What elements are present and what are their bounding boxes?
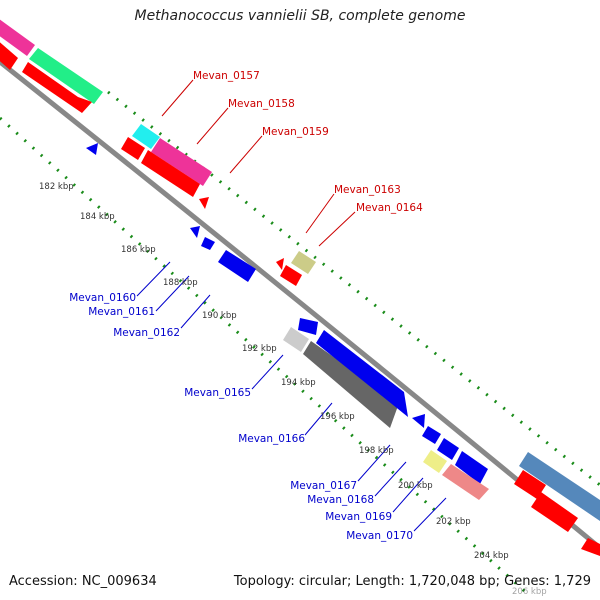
gene-label-mevan-0169[interactable]: Mevan_0169: [325, 511, 392, 523]
feature-red-0173[interactable]: [581, 538, 600, 556]
kbp-label-198: 198 kbp: [359, 446, 394, 456]
gene-label-mevan-0165[interactable]: Mevan_0165: [184, 387, 251, 399]
feature-lightgray-0165[interactable]: [283, 327, 309, 352]
feature-blue-0154[interactable]: [86, 143, 98, 155]
callout-line-mevan-0165: [251, 354, 284, 390]
feature-pink-0156[interactable]: [0, 16, 35, 56]
gene-label-mevan-0157[interactable]: Mevan_0157: [193, 70, 260, 82]
callout-line-mevan-0167: [357, 444, 391, 482]
kbp-label-190: 190 kbp: [202, 311, 237, 321]
gene-mevan-0164[interactable]: [280, 265, 302, 286]
feature-yellow-0169[interactable]: [423, 450, 447, 473]
callout-line-mevan-0163: [305, 193, 335, 234]
gene-mevan-0158[interactable]: [141, 150, 200, 197]
kbp-label-182: 182 kbp: [39, 182, 74, 192]
feature-khaki-0164[interactable]: [291, 251, 316, 274]
callout-line-mevan-0168: [374, 461, 407, 497]
callout-line-mevan-0170: [413, 497, 447, 532]
feature-pink-0158[interactable]: [151, 138, 212, 186]
gene-label-mevan-0160[interactable]: Mevan_0160: [69, 292, 136, 304]
kbp-label-202: 202 kbp: [436, 517, 471, 527]
gene-mevan-0157[interactable]: [121, 137, 145, 160]
callout-line-mevan-0162: [180, 294, 211, 329]
kbp-label-206: 206 kbp: [512, 587, 547, 597]
callout-line-mevan-0161: [155, 275, 190, 312]
callout-line-mevan-0160: [136, 261, 171, 297]
gene-mevan-0165[interactable]: [298, 318, 318, 335]
kbp-label-194: 194 kbp: [281, 378, 316, 388]
callout-line-mevan-0169: [392, 477, 424, 513]
kbp-label-184: 184 kbp: [80, 212, 115, 222]
gene-label-mevan-0158[interactable]: Mevan_0158: [228, 98, 295, 110]
gene-mevan-0161[interactable]: [201, 237, 215, 250]
gene-mevan-0162[interactable]: [218, 250, 256, 282]
feature-cyan-0157[interactable]: [132, 124, 160, 149]
gene-label-mevan-0163[interactable]: Mevan_0163: [334, 184, 401, 196]
feature-red-0156[interactable]: [22, 62, 92, 113]
kbp-label-200: 200 kbp: [398, 481, 433, 491]
gene-label-mevan-0161[interactable]: Mevan_0161: [88, 306, 155, 318]
gene-label-mevan-0170[interactable]: Mevan_0170: [346, 530, 413, 542]
accession-label: Accession: NC_009634: [9, 574, 157, 589]
gene-mevan-0166[interactable]: [316, 330, 408, 417]
feature-steelblue-0171[interactable]: [519, 452, 600, 521]
feature-red-0172[interactable]: [531, 492, 578, 532]
outer-tick-row: [107, 90, 600, 487]
callout-line-mevan-0158: [196, 107, 229, 145]
genome-summary-label: Topology: circular; Length: 1,720,048 bp…: [233, 574, 591, 589]
feature-salmon-0170[interactable]: [442, 464, 489, 500]
kbp-label-186: 186 kbp: [121, 245, 156, 255]
feature-red-0155[interactable]: [0, 38, 18, 70]
kbp-label-188: 188 kbp: [163, 278, 198, 288]
callout-line-mevan-0157: [161, 79, 194, 117]
kbp-label-196: 196 kbp: [320, 412, 355, 422]
map-title: Methanococcus vannielii SB, complete gen…: [134, 8, 466, 24]
gene-label-mevan-0168[interactable]: Mevan_0168: [307, 494, 374, 506]
gene-mevan-0168[interactable]: [422, 426, 441, 444]
gene-mevan-0160[interactable]: [190, 226, 200, 238]
callout-line-mevan-0164: [318, 211, 356, 247]
gene-label-mevan-0166[interactable]: Mevan_0166: [238, 433, 305, 445]
gene-label-mevan-0159[interactable]: Mevan_0159: [262, 126, 329, 138]
gene-label-mevan-0164[interactable]: Mevan_0164: [356, 202, 423, 214]
kbp-label-192: 192 kbp: [242, 344, 277, 354]
feature-darkgray-0166[interactable]: [303, 341, 399, 428]
inner-tick-row: [0, 116, 532, 598]
feature-red-0171[interactable]: [514, 470, 546, 499]
gene-label-mevan-0162[interactable]: Mevan_0162: [113, 327, 180, 339]
gene-mevan-0159[interactable]: [199, 197, 209, 209]
callout-line-mevan-0166: [304, 402, 333, 436]
genome-backbone: [0, 58, 600, 550]
gene-label-mevan-0167[interactable]: Mevan_0167: [290, 480, 357, 492]
callout-line-mevan-0159: [229, 135, 263, 174]
kbp-label-204: 204 kbp: [474, 551, 509, 561]
gene-mevan-0169[interactable]: [437, 438, 459, 460]
gene-mevan-0163[interactable]: [276, 258, 284, 270]
gene-mevan-0167[interactable]: [412, 414, 425, 428]
feature-green-0156[interactable]: [29, 48, 103, 104]
gene-mevan-0170[interactable]: [455, 451, 488, 484]
